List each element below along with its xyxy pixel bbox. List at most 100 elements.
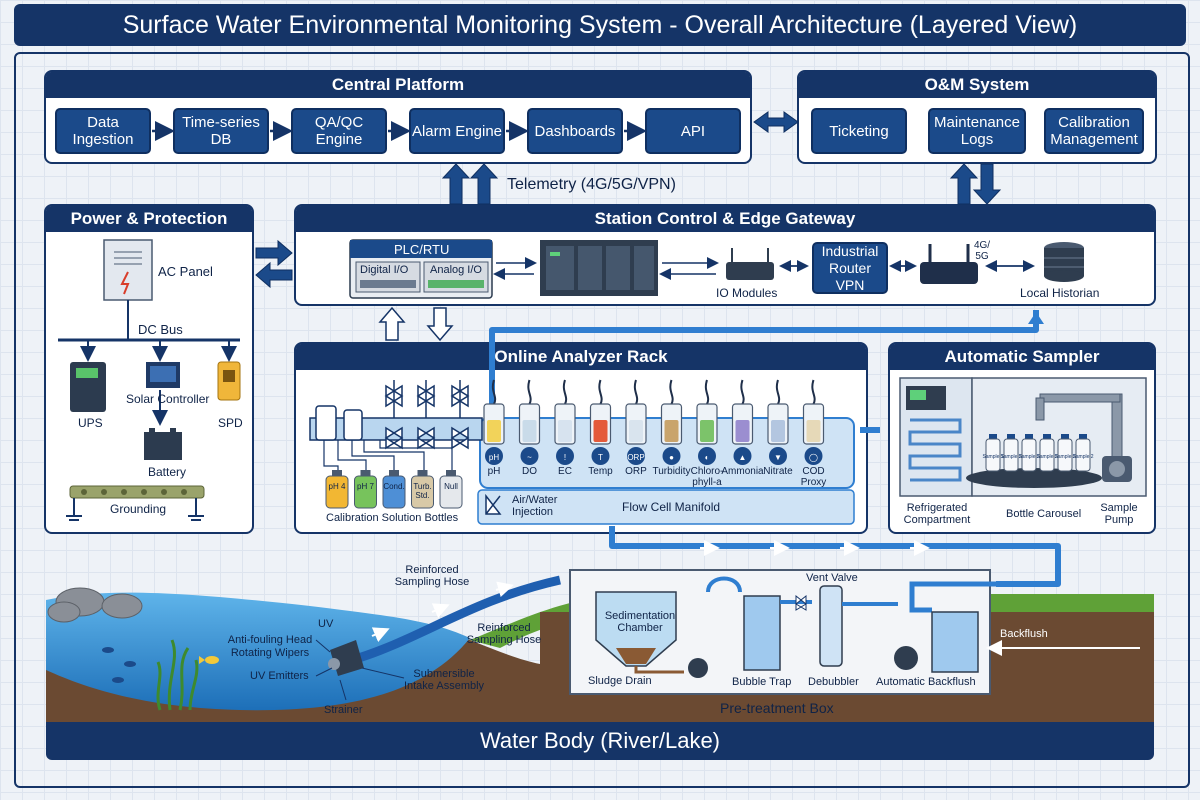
alarm-engine-box[interactable]: Alarm Engine <box>409 108 505 154</box>
om-system-title: O&M System <box>799 72 1155 98</box>
sensor-probe[interactable]: ◐ <box>696 379 718 465</box>
sensor-probe[interactable]: ▼ <box>767 379 789 465</box>
sensor-probe[interactable]: ▲ <box>731 379 754 465</box>
fish-icons <box>199 656 219 664</box>
data-ingestion-box[interactable]: Data Ingestion <box>55 108 151 154</box>
industrial-router-box[interactable]: Industrial Router VPN <box>812 242 888 294</box>
sensor-icon: ▼ <box>774 453 782 462</box>
calibration-bottle <box>439 470 463 509</box>
sample-bottle: Sample 1 <box>982 434 1004 472</box>
historian-flow-arrowhead <box>1028 312 1044 324</box>
sample-bottle-label: Sample 2 <box>1018 454 1039 460</box>
sample-bottle: Sample 2 <box>1000 434 1022 472</box>
antifouling-label: Anti-fouling Head Rotating Wipers <box>227 634 313 659</box>
sensor-icon: ◯ <box>809 453 818 462</box>
sensor-label: Temp <box>588 466 613 477</box>
central-platform-panel: Central Platform <box>44 70 752 164</box>
dashboards-box[interactable]: Dashboards <box>527 108 623 154</box>
grounding-bar-icon <box>66 485 205 521</box>
intake-hose <box>350 575 561 665</box>
grounding-label: Grounding <box>110 502 167 516</box>
platform-om-link-arrow <box>753 111 799 133</box>
power-protection-title: Power & Protection <box>46 206 252 232</box>
calibration-bottle <box>411 470 434 509</box>
bottle-label: pH 7 <box>357 482 374 491</box>
sensor-icon: pH <box>489 453 499 462</box>
sample-bottle: Sample 2 <box>1072 434 1094 472</box>
sensor-label: Nitrate <box>763 466 793 477</box>
calibration-bottles-label: Calibration Solution Bottles <box>326 512 459 524</box>
sample-bottle-label: Sample 2 <box>1072 454 1093 460</box>
sensor-probe[interactable]: ~ <box>518 379 541 465</box>
station-analyzer-arrows <box>378 306 454 342</box>
page-title: Surface Water Environmental Monitoring S… <box>14 4 1186 46</box>
io-modules-label: IO Modules <box>716 286 778 300</box>
intake-assembly-label: Submersible Intake Assembly <box>403 668 485 692</box>
valve-cluster <box>309 380 502 515</box>
sensor-icon: ▲ <box>739 453 747 462</box>
plc-rtu-label: PLC/RTU <box>394 242 450 257</box>
sensor-probe[interactable]: ◯ <box>802 379 825 465</box>
ups-label: UPS <box>78 416 103 430</box>
maintenance-logs-box[interactable]: Maintenance Logs <box>928 108 1026 154</box>
calibration-bottle <box>382 470 406 509</box>
water-body-banner: Water Body (River/Lake) <box>46 722 1154 760</box>
timeseries-db-box[interactable]: Time-series DB <box>173 108 269 154</box>
submersible-intake-icon <box>328 640 364 676</box>
strainer-label: Strainer <box>324 704 363 716</box>
ups-icon <box>70 362 106 412</box>
calibration-bottles-group <box>325 470 463 509</box>
ticketing-box[interactable]: Ticketing <box>811 108 907 154</box>
online-analyzer-title: Online Analyzer Rack <box>296 344 866 370</box>
spd-label: SPD <box>218 416 243 430</box>
sample-pump-label: Sample Pump <box>1100 502 1138 526</box>
calibration-management-box[interactable]: Calibration Management <box>1044 108 1144 154</box>
battery-label: Battery <box>148 465 187 479</box>
om-gateway-arrows <box>949 163 1002 205</box>
sensor-probe[interactable]: pH <box>483 379 505 465</box>
cellular-label: 4G/ 5G <box>973 240 991 262</box>
bubble-trap-chamber <box>743 595 781 671</box>
sensor-probe[interactable]: ! <box>554 379 576 465</box>
fish-icons-dark <box>102 647 136 683</box>
backflush-label: Backflush <box>1000 628 1048 640</box>
pretreatment-box-label: Pre-treatment Box <box>720 700 834 716</box>
analog-io-label: Analog I/O <box>430 264 482 276</box>
sensor-probe[interactable]: T <box>589 379 612 465</box>
sensor-label: ORP <box>625 466 647 477</box>
power-station-arrows <box>255 239 293 289</box>
uv-emitters-label: UV Emitters <box>250 670 309 682</box>
architecture-frame <box>14 52 1190 788</box>
bubble-trap-label: Bubble Trap <box>732 676 792 688</box>
api-box[interactable]: API <box>645 108 741 154</box>
sample-bottle-label: Sample 2 <box>1036 454 1057 460</box>
solar-controller-icon <box>146 362 180 388</box>
bottle-label: Null <box>444 482 458 491</box>
sensor-probe[interactable]: ORP <box>625 379 647 465</box>
telemetry-arrows <box>441 163 499 205</box>
sensor-label: Turbidity <box>652 466 691 477</box>
local-historian-label: Local Historian <box>1020 286 1100 300</box>
flow-cell-manifold-label: Flow Cell Manifold <box>622 500 721 514</box>
sensor-label: COD Proxy <box>800 466 827 488</box>
backflush-pump-icon <box>894 646 918 670</box>
uv-label: UV <box>318 618 334 630</box>
ac-panel-label: AC Panel <box>158 264 213 279</box>
air-water-injection-label: Air/Water Injection <box>512 494 558 518</box>
backflush-tank <box>931 611 979 673</box>
sedimentation-chamber <box>595 591 677 667</box>
bottle-carousel-plate <box>966 468 1102 488</box>
telemetry-label: Telemetry (4G/5G/VPN) <box>507 176 676 193</box>
river-water <box>46 592 470 711</box>
dc-bus-label: DC Bus <box>138 322 183 337</box>
central-platform-title: Central Platform <box>46 72 750 98</box>
sensor-icon: ! <box>564 453 566 462</box>
solar-controller-label: Solar Controller <box>126 392 210 406</box>
bottle-carousel-label: Bottle Carousel <box>1006 508 1082 520</box>
sensor-probe[interactable]: ● <box>660 379 683 465</box>
sensor-label: DO <box>522 466 537 477</box>
refrigerated-compartment-icon <box>899 377 973 497</box>
sensor-icon: T <box>598 453 603 462</box>
